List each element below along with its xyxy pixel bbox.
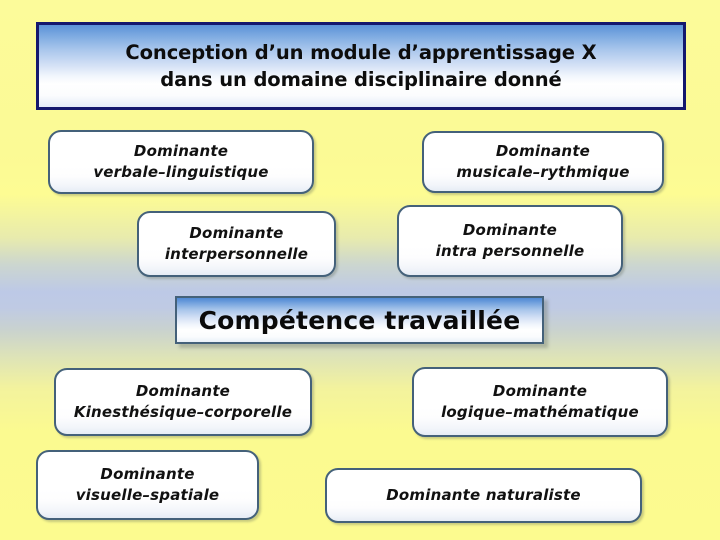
card-dominante-visuelle-spatiale[interactable]: Dominante visuelle–spatiale <box>36 450 259 520</box>
card-line-2: visuelle–spatiale <box>75 486 220 504</box>
card-text-block: Dominante naturaliste <box>378 485 589 506</box>
card-line-1: Dominante <box>189 223 284 242</box>
title-banner: Conception d’un module d’apprentissage X… <box>36 22 686 110</box>
card-line-1: Dominante <box>492 381 588 400</box>
card-dominante-kinesthesique-corporelle[interactable]: Dominante Kinesthésique–corporelle <box>54 368 312 436</box>
card-line-2: Kinesthésique–corporelle <box>73 403 293 421</box>
card-line-1: Dominante <box>100 464 195 483</box>
card-dominante-verbale-linguistique[interactable]: Dominante verbale–linguistique <box>48 130 314 194</box>
card-line-1: Dominante <box>462 220 558 239</box>
card-text-block: Dominante Kinesthésique–corporelle <box>66 381 300 424</box>
card-text-block: Dominante intra personnelle <box>428 220 593 263</box>
card-text-block: Dominante interpersonnelle <box>157 223 316 266</box>
card-line-1: Dominante <box>135 381 231 400</box>
title-line-1: Conception d’un module d’apprentissage X <box>125 40 597 64</box>
card-text-block: Dominante visuelle–spatiale <box>68 464 228 507</box>
card-dominante-interpersonnelle[interactable]: Dominante interpersonnelle <box>137 211 336 277</box>
card-line-1: Dominante <box>495 141 591 160</box>
card-line-2: logique–mathématique <box>441 403 639 421</box>
competence-label: Compétence travaillée <box>198 305 521 335</box>
card-text-block: Dominante logique–mathématique <box>433 381 647 424</box>
title-line-2: dans un domaine disciplinaire donné <box>160 68 562 91</box>
card-dominante-logique-mathematique[interactable]: Dominante logique–mathématique <box>412 367 668 437</box>
card-line-1: Dominante naturaliste <box>386 485 581 504</box>
card-line-1: Dominante <box>133 141 229 160</box>
card-dominante-naturaliste[interactable]: Dominante naturaliste <box>325 468 642 523</box>
card-line-2: musicale–rythmique <box>456 163 630 181</box>
card-line-2: intra personnelle <box>435 242 585 260</box>
card-text-block: Dominante musicale–rythmique <box>448 141 637 184</box>
title-text-block: Conception d’un module d’apprentissage X… <box>125 39 596 94</box>
competence-banner[interactable]: Compétence travaillée <box>175 296 544 344</box>
card-line-2: interpersonnelle <box>164 245 309 263</box>
card-dominante-intra-personnelle[interactable]: Dominante intra personnelle <box>397 205 623 277</box>
card-dominante-musicale-rythmique[interactable]: Dominante musicale–rythmique <box>422 131 664 193</box>
card-line-2: verbale–linguistique <box>93 163 269 181</box>
card-text-block: Dominante verbale–linguistique <box>85 141 276 184</box>
